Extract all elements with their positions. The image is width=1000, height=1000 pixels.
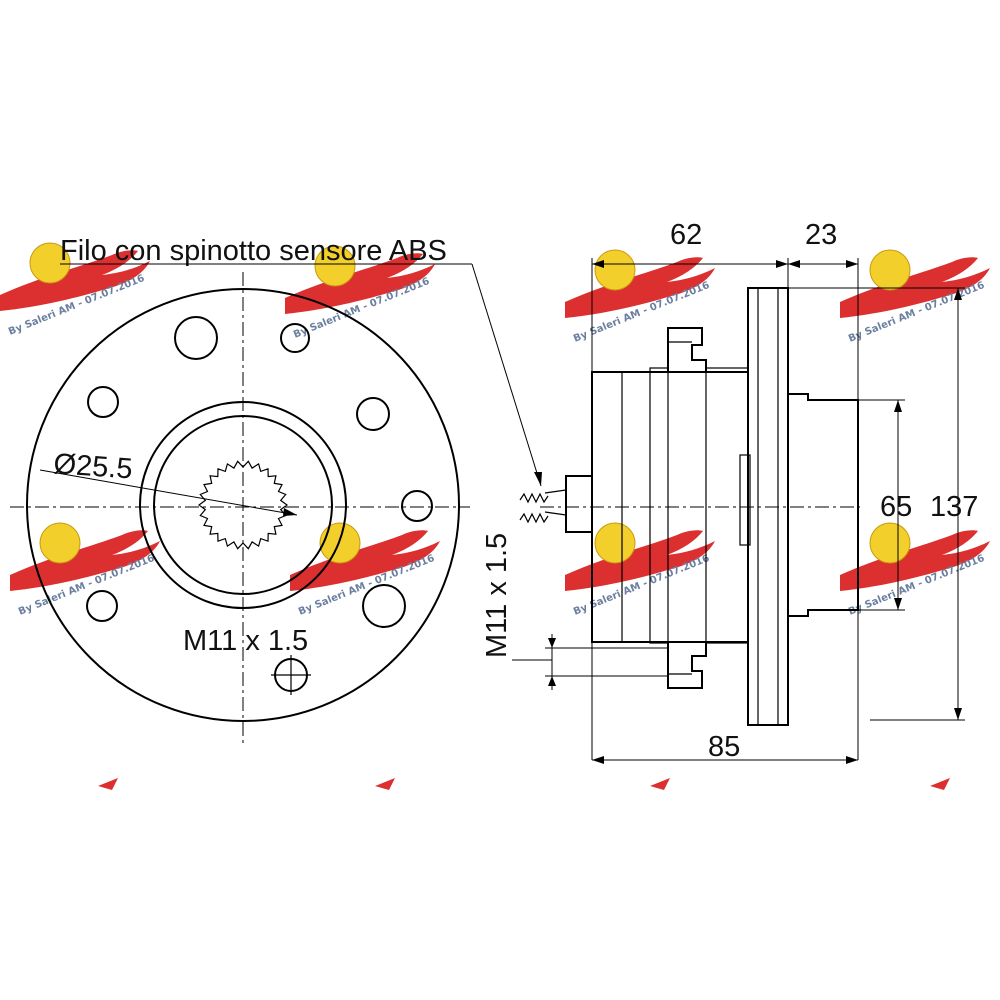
watermark-logo-icon bbox=[319, 522, 361, 564]
arrowhead bbox=[534, 472, 542, 486]
watermark-wing-icon bbox=[565, 530, 715, 591]
bolt-hole bbox=[362, 584, 406, 628]
watermark-logo-icon bbox=[314, 245, 356, 287]
watermark-logo-icon bbox=[39, 522, 81, 564]
bore-diameter-label: Ø25.5 bbox=[53, 448, 134, 485]
abs-leader-line bbox=[471, 263, 542, 487]
arrowhead bbox=[894, 598, 902, 610]
arrowhead bbox=[548, 676, 556, 686]
dimension-85-label: 85 bbox=[708, 731, 740, 763]
hub-slot bbox=[739, 454, 751, 546]
watermark: By Saleri AM - 07.07.2016 bbox=[840, 249, 990, 345]
side-section-view: 62 23 85 65 137 M11 x 1.5 bbox=[481, 219, 978, 764]
dimension-62-label: 62 bbox=[670, 219, 702, 251]
watermark: By Saleri AM - 07.07.2016 bbox=[290, 522, 440, 618]
watermark-wing-icon bbox=[290, 530, 440, 591]
watermark-logo-icon bbox=[869, 522, 911, 564]
bolt-hole bbox=[280, 323, 310, 353]
side-thread-label: M11 x 1.5 bbox=[481, 533, 513, 658]
watermark-wing-icon bbox=[10, 530, 160, 591]
mounting-ear-top bbox=[667, 327, 707, 372]
watermark-wing-fragment bbox=[650, 778, 670, 790]
arrowhead bbox=[846, 260, 858, 268]
watermark-wing-icon bbox=[840, 530, 990, 591]
mounting-ear-bottom bbox=[667, 642, 707, 689]
bolt-hole bbox=[356, 397, 390, 431]
watermark-logo-icon bbox=[29, 242, 71, 284]
abs-wire bbox=[544, 489, 567, 494]
hub-outer-circle bbox=[139, 401, 347, 609]
abs-wire bbox=[544, 511, 567, 516]
bolt-hole bbox=[87, 386, 119, 418]
arrowhead bbox=[788, 260, 800, 268]
watermark-wing-fragment bbox=[375, 778, 395, 790]
watermark-wing-fragment bbox=[98, 778, 118, 790]
watermark-wing-icon bbox=[0, 250, 150, 311]
dimension-65-label: 65 bbox=[880, 491, 912, 523]
splined-bore bbox=[197, 460, 289, 550]
arrowhead bbox=[283, 508, 297, 516]
front-view: Ø25.5 M11 x 1.5 bbox=[10, 272, 470, 745]
arrowhead bbox=[894, 400, 902, 412]
arrowhead bbox=[592, 260, 604, 268]
dimension-137-label: 137 bbox=[930, 491, 978, 523]
watermark-layer: By Saleri AM - 07.07.2016 By Saleri AM -… bbox=[0, 242, 990, 790]
bolt-hole bbox=[401, 490, 433, 522]
arrowhead bbox=[592, 756, 604, 764]
hub-hatched bbox=[705, 367, 749, 644]
abs-sensor-note: Filo con spinotto sensore ABS bbox=[60, 235, 447, 267]
arrowhead bbox=[954, 708, 962, 720]
dimension-23-label: 23 bbox=[805, 219, 837, 251]
hub-inner-circle bbox=[153, 415, 333, 595]
watermark-wing-icon bbox=[565, 257, 715, 318]
front-thread-label: M11 x 1.5 bbox=[183, 625, 308, 657]
seal-hatched bbox=[649, 367, 669, 644]
arrowhead bbox=[954, 288, 962, 300]
watermark: By Saleri AM - 07.07.2016 bbox=[565, 522, 715, 618]
arrowhead bbox=[548, 638, 556, 648]
watermark-logo-icon bbox=[594, 249, 636, 291]
arrowhead bbox=[776, 260, 788, 268]
bore-diameter-leader bbox=[39, 469, 298, 516]
watermark-wing-icon bbox=[285, 253, 435, 314]
abs-sensor-connector bbox=[565, 475, 593, 533]
abs-wire-break bbox=[519, 492, 549, 524]
watermark-wing-fragment bbox=[930, 778, 950, 790]
flange-outer-circle bbox=[26, 288, 460, 722]
watermark: By Saleri AM - 07.07.2016 bbox=[840, 522, 990, 618]
bolt-hole bbox=[86, 590, 118, 622]
watermark-logo-icon bbox=[594, 522, 636, 564]
arrowhead bbox=[846, 756, 858, 764]
watermark-logo-icon bbox=[869, 249, 911, 291]
bolt-hole bbox=[174, 316, 218, 360]
watermark: By Saleri AM - 07.07.2016 bbox=[10, 522, 160, 618]
